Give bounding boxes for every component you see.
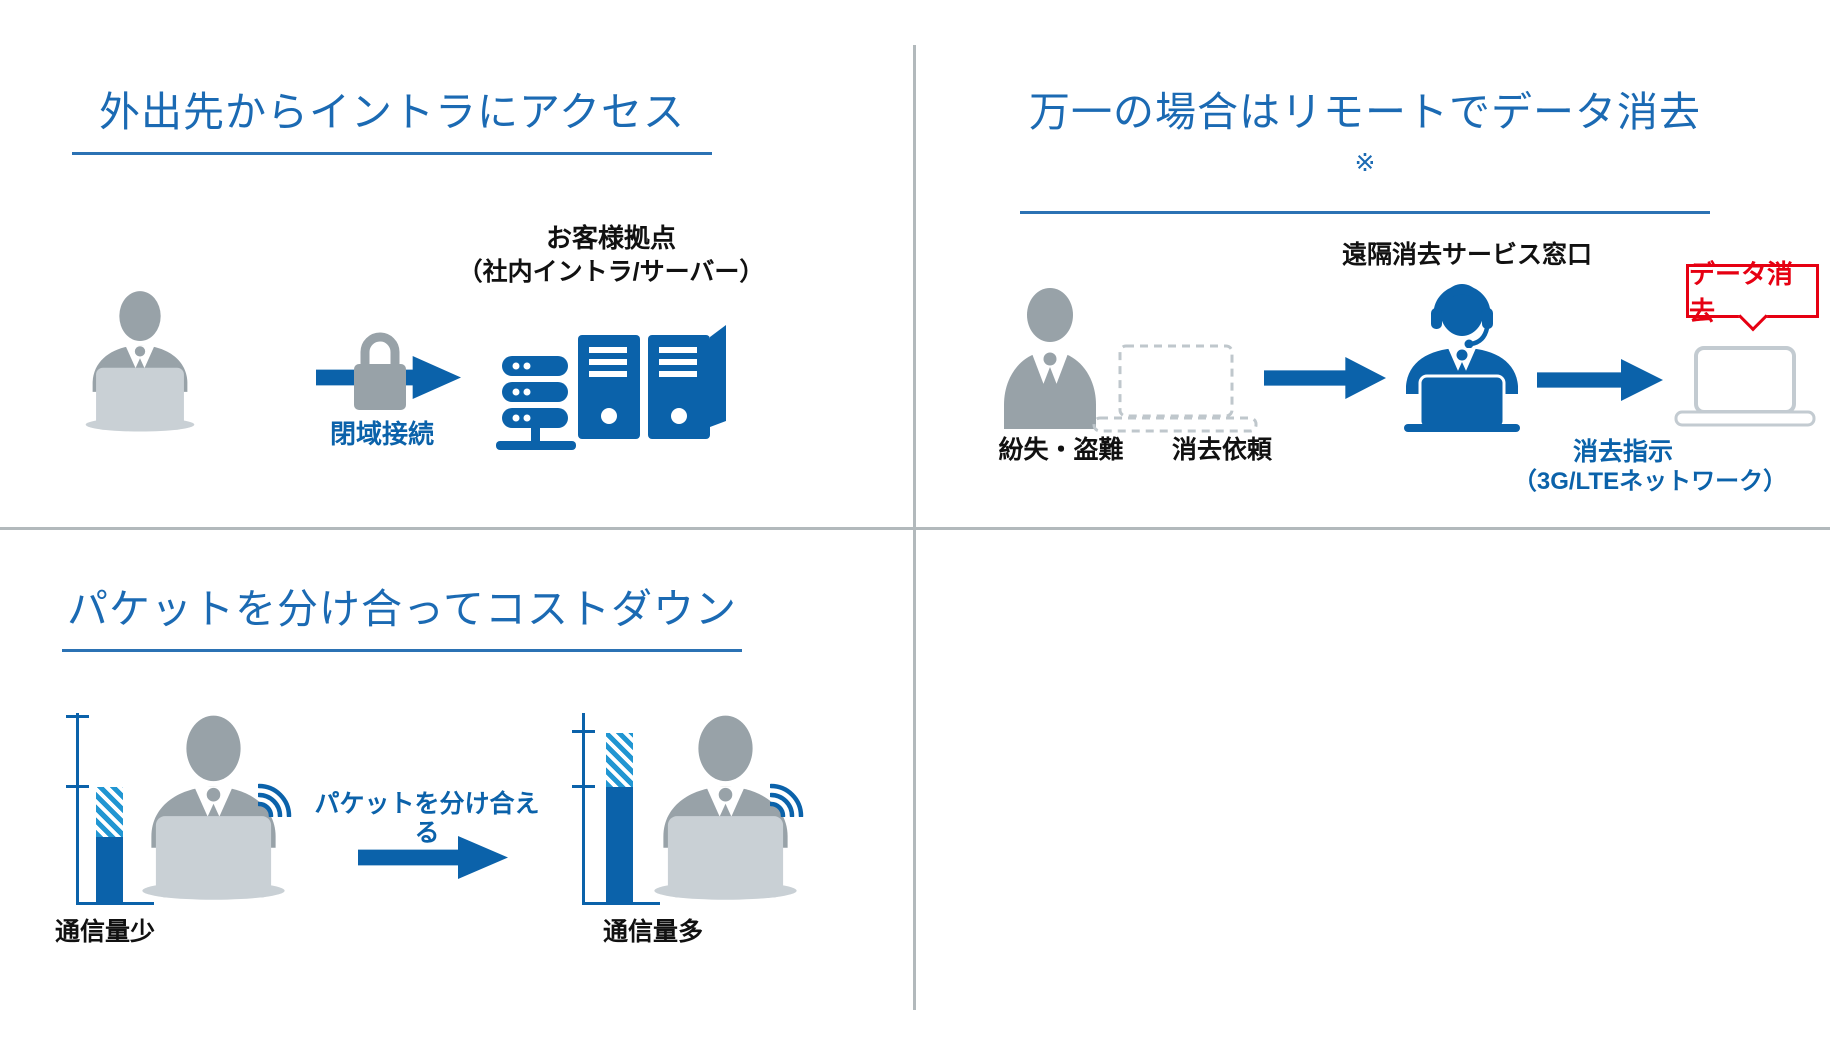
low-usage-chart-baseline: [76, 902, 154, 905]
remote-worker-icon: [654, 715, 797, 900]
low-usage-chart: [62, 713, 172, 909]
section-intranet-title: 外出先からイントラにアクセス: [72, 86, 712, 155]
data-wipe-callout: データ消去: [1686, 259, 1819, 332]
customer-site-label-line1: お客様拠点: [545, 223, 676, 253]
section-remote-wipe-title-text: 万一の場合はリモートでデータ消去: [1029, 89, 1701, 135]
low-usage-bar-solid: [96, 837, 123, 902]
lost-laptop-icon: [1092, 344, 1258, 433]
wipe-network-label: （3G/LTEネットワーク）: [1512, 468, 1788, 495]
data-wipe-callout-label: データ消去: [1689, 259, 1794, 326]
wifi-icon: [770, 783, 804, 817]
wipe-command-arrow: [1537, 359, 1663, 401]
target-laptop-icon: [1674, 346, 1816, 427]
low-usage-bar-hatched: [96, 787, 123, 837]
section-remote-wipe-title: 万一の場合はリモートでデータ消去 ※: [1020, 86, 1710, 214]
lock-icon: [354, 332, 406, 410]
packet-share-arrow: [358, 836, 508, 879]
support-operator-icon: [1404, 284, 1520, 432]
horizontal-divider: [0, 527, 1830, 530]
closed-connection-label: 閉域接続: [329, 419, 434, 449]
title-note-mark: ※: [1354, 150, 1376, 177]
packet-share-label: パケットを分け合える: [314, 790, 540, 847]
low-usage-chart-tick-mid: [66, 785, 89, 788]
wipe-request-arrow: [1264, 357, 1386, 399]
high-usage-chart-baseline: [582, 902, 660, 905]
wifi-icon: [258, 783, 292, 817]
low-usage-chart-axis: [76, 713, 79, 905]
businessperson-icon: [1004, 288, 1096, 429]
high-usage-bar-hatched: [606, 733, 633, 787]
high-usage-label: 通信量多: [602, 918, 703, 946]
low-usage-chart-tick-top: [66, 715, 89, 718]
wipe-service-desk-label: 遠隔消去サービス窓口: [1341, 241, 1592, 269]
server-towers-icon: [578, 325, 726, 439]
high-usage-chart-axis: [582, 713, 585, 905]
server-rack-icon: [496, 356, 576, 450]
low-usage-label: 通信量少: [54, 918, 155, 946]
section-packet-share-title: パケットを分け合ってコストダウン: [62, 583, 742, 652]
high-usage-chart: [568, 713, 678, 909]
remote-worker-icon: [142, 715, 285, 900]
wipe-command-label: 消去指示: [1572, 438, 1673, 466]
high-usage-chart-tick-mid: [572, 785, 595, 788]
lost-stolen-label: 紛失・盗難: [998, 436, 1124, 464]
wipe-request-label: 消去依頼: [1171, 436, 1272, 464]
high-usage-bar-solid: [606, 787, 633, 902]
customer-site-label-line2: （社内イントラ/サーバー）: [457, 258, 765, 286]
high-usage-chart-tick-top: [572, 730, 595, 733]
remote-worker-icon: [85, 291, 195, 432]
